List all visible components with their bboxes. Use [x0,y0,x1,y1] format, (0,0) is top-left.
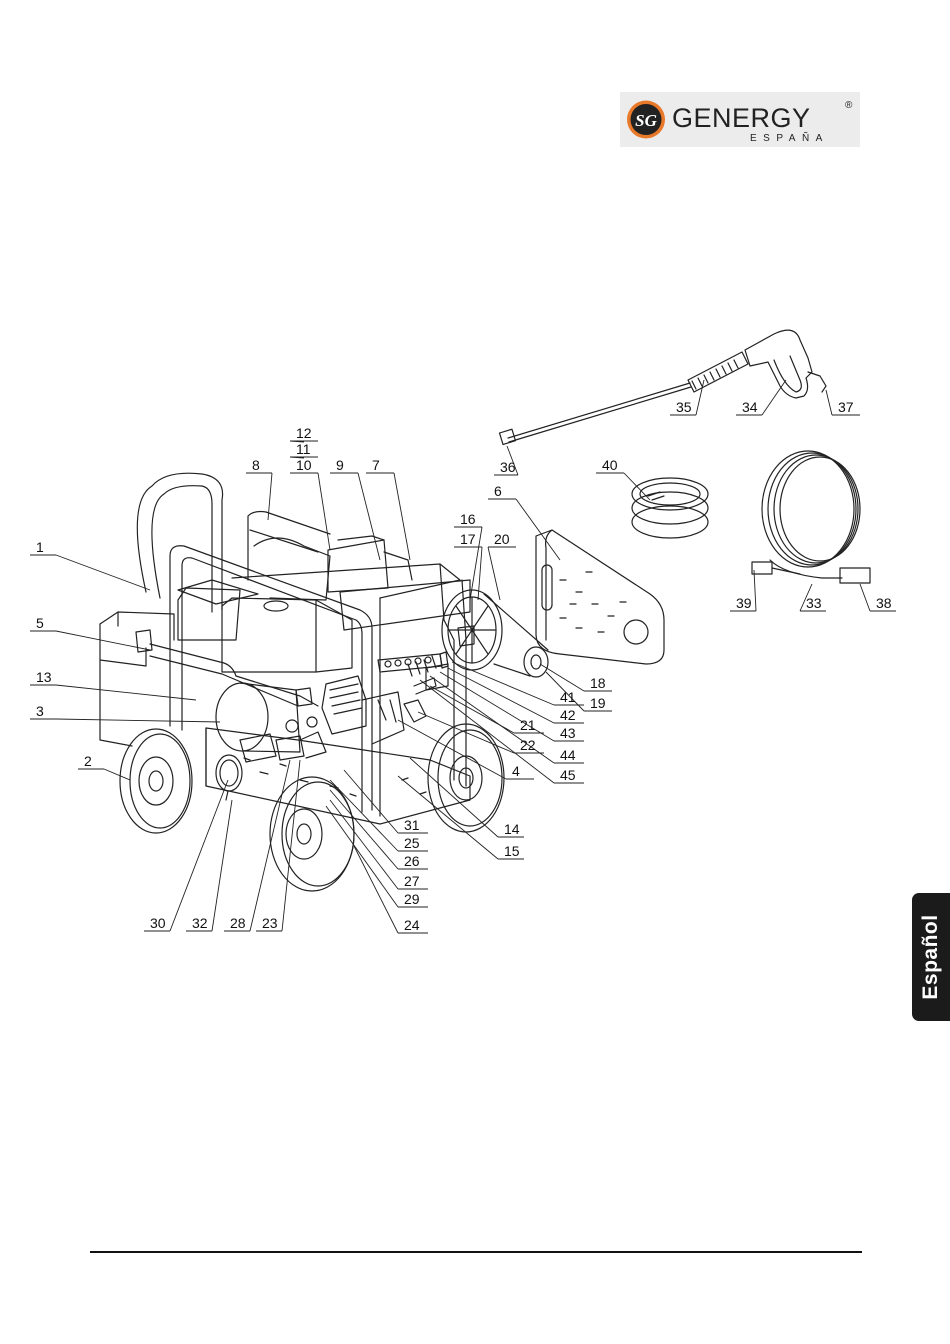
callout-leader [104,769,130,780]
callout-leader [344,770,398,833]
callout-leader [860,584,870,611]
part-label-39: 39 [736,595,752,611]
part-label-14: 14 [504,821,520,837]
frame [136,473,474,824]
callout-leader [330,790,398,869]
part-label-11: 11 [296,441,311,457]
part-label-44: 44 [560,747,576,763]
spray-lance [500,330,826,444]
high-pressure-hose [752,451,870,583]
part-label-1: 1 [36,539,44,555]
callout-leader [440,672,554,741]
part-label-25: 25 [404,835,420,851]
part-label-7: 7 [372,457,380,473]
part-label-33: 33 [806,595,822,611]
part-label-5: 5 [36,615,44,631]
callout-leader [318,473,330,550]
part-label-18: 18 [590,675,606,691]
part-label-43: 43 [560,725,576,741]
part-label-32: 32 [192,915,208,931]
part-label-34: 34 [742,399,758,415]
language-tab-label: Español [919,914,943,999]
wheel-center-front [270,777,354,891]
callout-leader [250,760,290,931]
part-label-36: 36 [500,459,516,475]
pulley-belt [442,590,548,677]
wheel-left-front [120,729,192,833]
part-label-38: 38 [876,595,892,611]
belt-guard-plate [536,530,664,664]
part-label-28: 28 [230,915,246,931]
part-label-37: 37 [838,399,854,415]
callout-leader [624,473,650,500]
part-label-29: 29 [404,891,420,907]
callout-leader [762,380,786,415]
part-label-10: 10 [296,457,312,473]
callout-leader [488,547,500,600]
part-label-20: 20 [494,531,510,547]
part-label-21: 21 [520,717,536,733]
part-label-27: 27 [404,873,420,889]
callout-leader [56,719,220,722]
part-label-45: 45 [560,767,576,783]
language-tab: Español [912,893,950,1021]
callout-leader [394,473,410,560]
part-label-41: 41 [560,689,576,705]
part-label-30: 30 [150,915,166,931]
part-label-4: 4 [512,763,520,779]
callout-leader [56,685,196,700]
part-label-9: 9 [336,457,344,473]
suction-hose [632,478,708,538]
part-label-2: 2 [84,753,92,769]
callout-leader [282,760,300,931]
part-label-12: 12 [296,425,312,441]
callout-leader [754,570,756,611]
part-label-23: 23 [262,915,278,931]
part-label-16: 16 [460,511,476,527]
callout-leader [540,664,584,691]
callout-leader [56,555,150,590]
part-label-35: 35 [676,399,692,415]
part-label-22: 22 [520,737,536,753]
part-label-42: 42 [560,707,576,723]
callout-leader [516,499,560,560]
part-label-17: 17 [460,531,476,547]
valve-fittings [216,717,326,800]
callout-leader [826,390,832,415]
part-label-40: 40 [602,457,618,473]
part-label-19: 19 [590,695,606,711]
part-label-15: 15 [504,843,520,859]
part-label-3: 3 [36,703,44,719]
part-label-31: 31 [404,817,420,833]
callout-leader [354,846,398,933]
part-label-26: 26 [404,853,420,869]
callout-leader [170,780,228,931]
callout-leader [696,380,704,415]
part-label-8: 8 [252,457,260,473]
callout-leader [398,720,506,779]
footer-rule [90,1251,862,1253]
callout-leader [212,800,232,931]
callout-leader [358,473,380,560]
part-label-13: 13 [36,669,52,685]
part-label-6: 6 [494,483,502,499]
part-label-24: 24 [404,917,420,933]
leader-lines [30,380,896,933]
engine [178,538,352,752]
